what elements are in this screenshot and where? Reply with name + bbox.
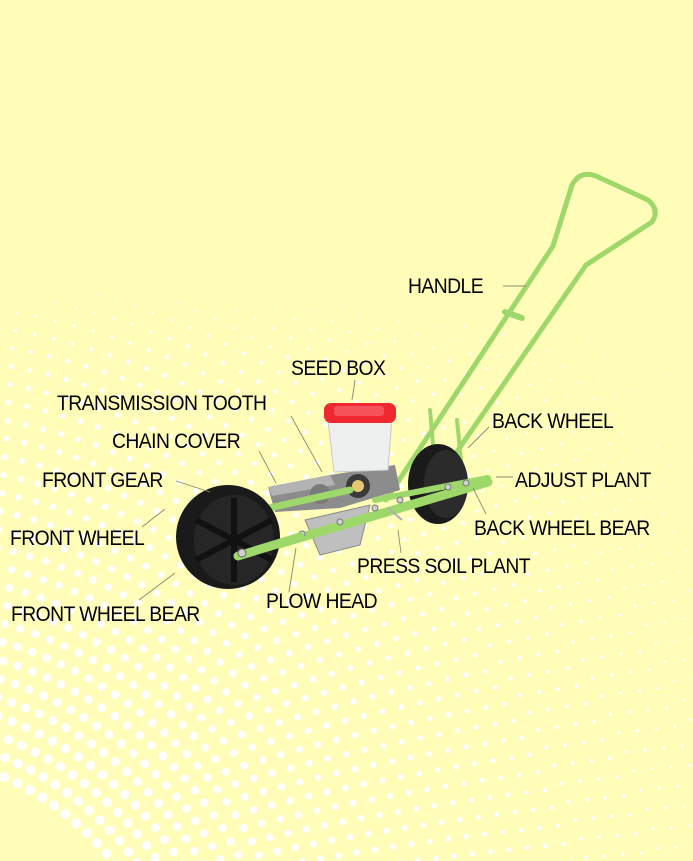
leader-press-soil-plant <box>397 529 402 554</box>
label-back-wheel: BACK WHEEL <box>492 410 614 433</box>
label-adjust-plant: ADJUST PLANT <box>515 469 651 492</box>
label-handle: HANDLE <box>408 275 484 298</box>
leader-seed-box <box>351 379 356 401</box>
leader-chain-cover <box>258 450 277 484</box>
leader-transmission-tooth <box>290 415 323 473</box>
seed-box <box>324 403 396 473</box>
label-press-soil-plant: PRESS SOIL PLANT <box>357 555 531 578</box>
leader-front-wheel-bear <box>138 572 176 601</box>
leader-front-wheel <box>141 508 166 528</box>
label-front-wheel-bear: FRONT WHEEL BEAR <box>11 603 200 626</box>
leader-back-wheel-bear <box>472 487 487 515</box>
label-back-wheel-bear: BACK WHEEL BEAR <box>474 517 650 540</box>
leader-back-wheel <box>467 426 490 449</box>
leader-plow-head <box>288 547 297 593</box>
label-front-gear: FRONT GEAR <box>42 469 163 492</box>
label-seed-box: SEED BOX <box>291 357 386 380</box>
press-soil-plate <box>387 507 403 521</box>
front-wheel <box>176 485 280 589</box>
label-transmission-tooth: TRANSMISSION TOOTH <box>57 392 267 415</box>
label-front-wheel: FRONT WHEEL <box>10 527 145 550</box>
leader-front-gear <box>175 480 211 493</box>
label-plow-head: PLOW HEAD <box>266 590 378 613</box>
label-chain-cover: CHAIN COVER <box>112 430 241 453</box>
